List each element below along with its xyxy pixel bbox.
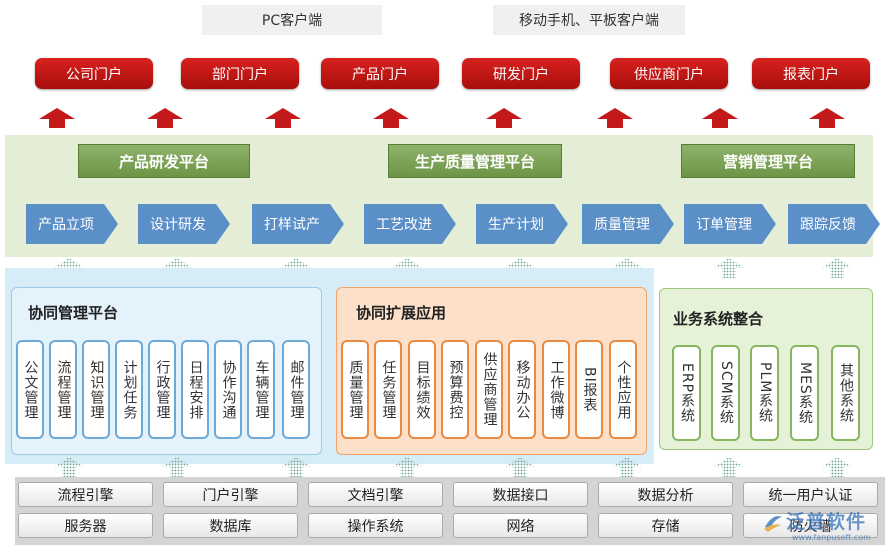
infra-item[interactable]: 统一用户认证: [743, 482, 878, 507]
infra-item[interactable]: 服务器: [18, 513, 153, 538]
module-item[interactable]: 日程安排: [181, 340, 209, 439]
dotted-up-arrow-icon: [162, 457, 192, 477]
pc-client-label: PC客户端: [202, 5, 382, 35]
module-item[interactable]: 供应商管理: [475, 340, 503, 439]
dotted-up-arrow-icon: [714, 258, 744, 278]
module-item[interactable]: 知识管理: [82, 340, 110, 439]
module-item[interactable]: 工作微博: [542, 340, 570, 439]
product-rnd-platform: 产品研发平台: [78, 144, 250, 178]
up-arrow-icon: [265, 108, 301, 128]
up-arrow-icon: [809, 108, 845, 128]
up-arrow-icon: [147, 108, 183, 128]
infrastructure-layer: [15, 477, 885, 545]
infra-item[interactable]: 操作系统: [308, 513, 443, 538]
portal-report[interactable]: 报表门户: [752, 58, 870, 89]
watermark-logo: 泛普软件 www.fanpusoft.com: [762, 505, 884, 547]
module-item[interactable]: 协作沟通: [214, 340, 242, 439]
dotted-up-arrow-icon: [714, 457, 744, 477]
system-item[interactable]: SCM系统: [711, 345, 740, 441]
up-arrow-icon: [597, 108, 633, 128]
portal-company[interactable]: 公司门户: [35, 58, 153, 89]
production-quality-platform: 生产质量管理平台: [388, 144, 562, 178]
module-item[interactable]: 流程管理: [49, 340, 77, 439]
up-arrow-icon: [39, 108, 75, 128]
portal-product[interactable]: 产品门户: [321, 58, 439, 89]
brand-logo-icon: [764, 516, 782, 532]
up-arrow-icon: [702, 108, 738, 128]
module-item[interactable]: BI报表: [575, 340, 603, 439]
dotted-up-arrow-icon: [822, 258, 852, 278]
module-item[interactable]: 车辆管理: [247, 340, 275, 439]
system-item[interactable]: MES系统: [790, 345, 819, 441]
system-item[interactable]: PLM系统: [750, 345, 779, 441]
dotted-up-arrow-icon: [54, 457, 84, 477]
module-item[interactable]: 计划任务: [115, 340, 143, 439]
dotted-up-arrow-icon: [822, 457, 852, 477]
module-item[interactable]: 行政管理: [148, 340, 176, 439]
module-item[interactable]: 公文管理: [16, 340, 44, 439]
module-item[interactable]: 个性应用: [609, 340, 637, 439]
module-item[interactable]: 质量管理: [341, 340, 369, 439]
up-arrow-icon: [486, 108, 522, 128]
infra-item[interactable]: 数据接口: [453, 482, 588, 507]
up-arrow-icon: [373, 108, 409, 128]
module-item[interactable]: 邮件管理: [282, 340, 310, 439]
portal-rnd[interactable]: 研发门户: [462, 58, 580, 89]
biz-integration-title: 业务系统整合: [673, 310, 764, 328]
dotted-up-arrow-icon: [281, 457, 311, 477]
watermark-url: www.fanpusoft.com: [792, 533, 871, 542]
infra-item[interactable]: 数据库: [163, 513, 298, 538]
mobile-client-label: 移动手机、平板客户端: [493, 5, 685, 35]
dotted-up-arrow-icon: [612, 457, 642, 477]
infra-item[interactable]: 存储: [598, 513, 733, 538]
watermark-brand: 泛普软件: [786, 511, 867, 533]
module-item[interactable]: 预算费控: [441, 340, 469, 439]
collab-ext-title: 协同扩展应用: [356, 304, 447, 322]
infra-item[interactable]: 门户引擎: [163, 482, 298, 507]
dotted-up-arrow-icon: [392, 457, 422, 477]
collab-platform-title: 协同管理平台: [28, 304, 119, 322]
dotted-up-arrow-icon: [505, 457, 535, 477]
module-item[interactable]: 任务管理: [374, 340, 402, 439]
system-item[interactable]: ERP系统: [672, 345, 701, 441]
portal-supplier[interactable]: 供应商门户: [610, 58, 728, 89]
infra-item[interactable]: 流程引擎: [18, 482, 153, 507]
infra-item[interactable]: 防火墙: [743, 513, 878, 538]
portal-department[interactable]: 部门门户: [181, 58, 299, 89]
module-item[interactable]: 目标绩效: [408, 340, 436, 439]
infra-item[interactable]: 数据分析: [598, 482, 733, 507]
system-item[interactable]: 其他系统: [831, 345, 860, 441]
infra-item[interactable]: 文档引擎: [308, 482, 443, 507]
marketing-platform: 营销管理平台: [681, 144, 855, 178]
module-item[interactable]: 移动办公: [508, 340, 536, 439]
infra-item[interactable]: 网络: [453, 513, 588, 538]
